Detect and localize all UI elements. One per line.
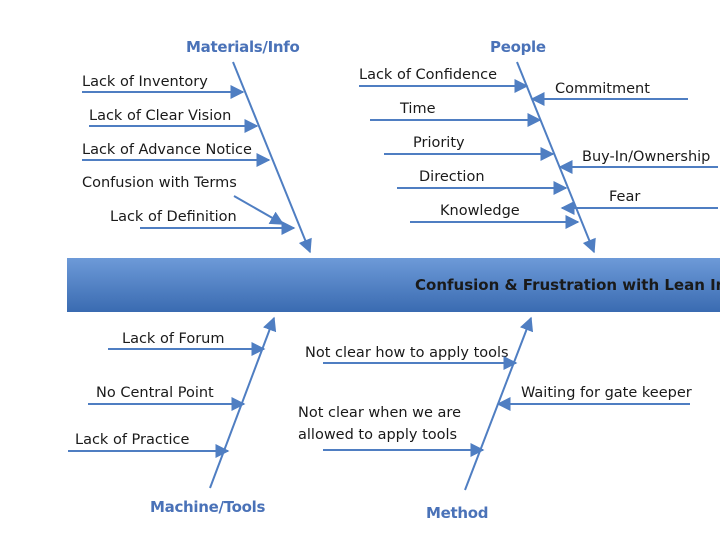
- cause-commitment: Commitment: [555, 81, 650, 97]
- category-machine-tools: Machine/Tools: [150, 498, 265, 516]
- cause-confusion-with-terms: Confusion with Terms: [82, 175, 237, 191]
- cause-lack-of-confidence: Lack of Confidence: [359, 67, 497, 83]
- bone-materials-info: [232, 61, 312, 254]
- category-materials-info: Materials/Info: [186, 38, 300, 56]
- cause-lack-of-advance-notice: Lack of Advance Notice: [82, 142, 252, 158]
- bone-people: [516, 61, 596, 254]
- cause-lack-of-inventory: Lack of Inventory: [82, 74, 208, 90]
- cause-lack-of-forum: Lack of Forum: [122, 331, 225, 347]
- cause-fear: Fear: [609, 189, 640, 205]
- effect-label: Confusion & Frustration with Lean Imp: [415, 276, 720, 294]
- cause-not-clear-when-line2: allowed to apply tools: [298, 427, 457, 443]
- category-method: Method: [426, 504, 488, 522]
- cause-lack-of-clear-vision: Lack of Clear Vision: [89, 108, 231, 124]
- cause-waiting-for-gate-keeper: Waiting for gate keeper: [521, 385, 692, 401]
- category-people: People: [490, 38, 546, 56]
- arrow-confusion-with-terms: [233, 195, 285, 225]
- cause-knowledge: Knowledge: [440, 203, 520, 219]
- cause-lack-of-definition: Lack of Definition: [110, 209, 237, 225]
- effect-spine-bar: [67, 258, 720, 312]
- cause-direction: Direction: [419, 169, 485, 185]
- cause-lack-of-practice: Lack of Practice: [75, 432, 190, 448]
- cause-time: Time: [399, 101, 436, 117]
- cause-priority: Priority: [413, 135, 465, 151]
- cause-buy-in-ownership: Buy-In/Ownership: [582, 149, 710, 165]
- cause-not-clear-how-to-apply-tools: Not clear how to apply tools: [305, 345, 509, 361]
- cause-no-central-point: No Central Point: [96, 385, 214, 401]
- cause-not-clear-when-line1: Not clear when we are: [298, 405, 461, 421]
